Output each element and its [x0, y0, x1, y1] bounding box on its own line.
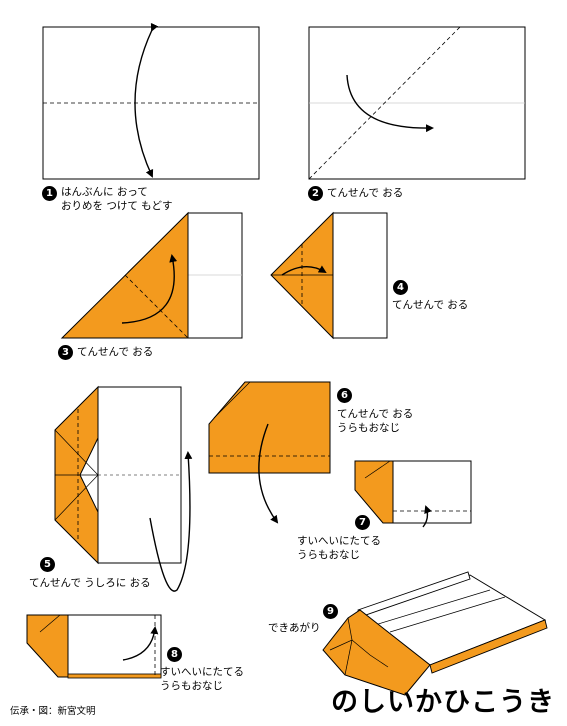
step-3-instruction: てんせんで おる	[77, 346, 154, 358]
step-8-number: 8	[167, 647, 182, 662]
page-title: のしいかひこうき	[331, 687, 555, 718]
step-3-number: 3	[58, 345, 73, 360]
step-7-figure	[354, 460, 472, 528]
step-8-instruction: すいへいにたてる うらもおなじ	[160, 665, 244, 693]
step-7-line-1: すいへいにたてる	[297, 535, 381, 547]
credit-line: 伝承・図：新宮文明	[10, 706, 96, 717]
step-2-figure	[308, 26, 526, 180]
step-7-instruction: すいへいにたてる うらもおなじ	[297, 534, 381, 562]
step-7-line-2: うらもおなじ	[297, 549, 360, 561]
step-6-line-1: てんせんで おる	[337, 408, 414, 420]
step-6-figure	[208, 381, 331, 524]
step-5-figure	[54, 385, 193, 592]
step-8-figure	[26, 614, 162, 679]
step-8-line-1: すいへいにたてる	[160, 666, 244, 678]
step-5-number: 5	[40, 557, 55, 572]
step-1-instruction: はんぶんに おって おりめを つけて もどす	[61, 185, 172, 213]
step-1-figure	[42, 22, 260, 180]
step-6-line-2: うらもおなじ	[337, 422, 400, 434]
step-9-instruction: できあがり	[268, 622, 321, 634]
step-4-number: 4	[393, 280, 408, 295]
step-2-number: 2	[308, 186, 323, 201]
step-8-line-2: うらもおなじ	[160, 680, 223, 692]
step-1-line-2: おりめを つけて もどす	[61, 200, 173, 212]
step-6-number: 6	[337, 388, 352, 403]
step-9-number: 9	[323, 604, 338, 619]
step-1-line-1: はんぶんに おって	[61, 186, 148, 198]
step-5-instruction: てんせんで うしろに おる	[29, 577, 151, 589]
step-7-number: 7	[355, 515, 370, 530]
step-9-figure	[322, 571, 548, 696]
step-3-figure	[60, 211, 243, 339]
step-4-instruction: てんせんで おる	[392, 299, 469, 311]
step-2-instruction: てんせんで おる	[327, 187, 404, 199]
step-1-number: 1	[42, 186, 57, 201]
step-6-instruction: てんせんで おる うらもおなじ	[337, 407, 413, 435]
step-4-figure	[270, 211, 388, 340]
